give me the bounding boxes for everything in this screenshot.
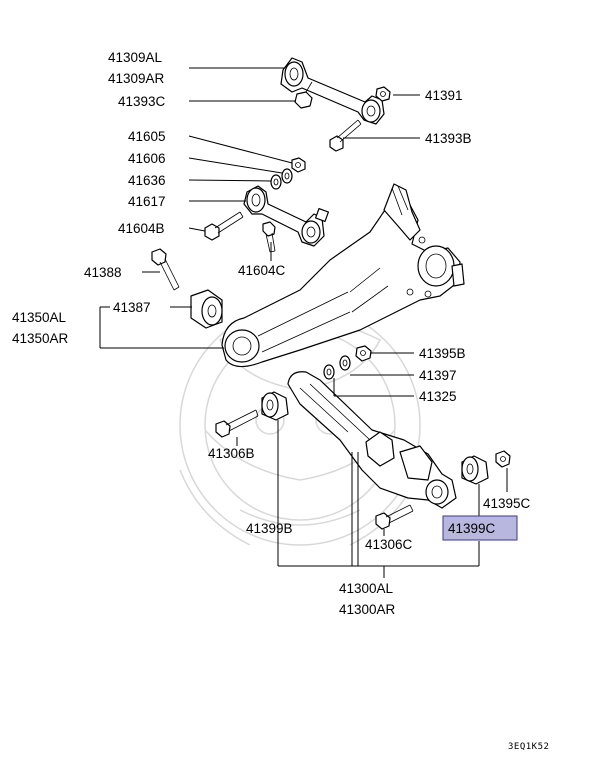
label-41617[interactable]: 41617: [128, 194, 166, 209]
nut-41605[interactable]: [291, 157, 306, 173]
lower-arm-41300a[interactable]: [287, 371, 457, 509]
trailing-arm-41350a[interactable]: [221, 183, 465, 368]
nut-41395c[interactable]: [495, 450, 511, 468]
label-41605[interactable]: 41605: [128, 129, 166, 144]
nut-41391[interactable]: [375, 86, 391, 102]
bushing-41399c[interactable]: [461, 455, 489, 485]
label-41397[interactable]: 41397: [419, 368, 457, 383]
label-41325[interactable]: 41325: [419, 389, 457, 404]
washer-41606[interactable]: [281, 168, 293, 184]
bolt-41306b[interactable]: [215, 409, 259, 438]
label-41387[interactable]: 41387: [113, 300, 151, 315]
bolt-41393b[interactable]: [329, 119, 362, 152]
washer-41636[interactable]: [270, 174, 282, 190]
upper-link-arm-41309a[interactable]: [280, 57, 385, 125]
label-41309ar[interactable]: 41309AR: [108, 71, 165, 86]
label-41388[interactable]: 41388: [84, 265, 122, 280]
bushing-41387[interactable]: [190, 289, 223, 329]
label-41350al[interactable]: 41350AL: [12, 310, 67, 325]
label-41395c[interactable]: 41395C: [483, 496, 531, 511]
label-41604b[interactable]: 41604B: [118, 221, 165, 236]
label-41393c[interactable]: 41393C: [118, 94, 166, 109]
label-41306b[interactable]: 41306B: [208, 446, 255, 461]
bolt-41604b[interactable]: [204, 211, 244, 241]
toe-link-41617[interactable]: [243, 185, 330, 247]
washer-41397[interactable]: [339, 355, 351, 371]
bolt-41393c[interactable]: [294, 81, 313, 109]
label-41300al[interactable]: 41300AL: [339, 581, 394, 596]
washer-41325[interactable]: [323, 364, 335, 380]
label-41399b[interactable]: 41399B: [246, 521, 293, 536]
highlight-box-41399c: [442, 515, 518, 541]
label-41393b[interactable]: 41393B: [425, 131, 472, 146]
label-41350ar[interactable]: 41350AR: [12, 331, 69, 346]
label-41395b[interactable]: 41395B: [419, 346, 466, 361]
bolt-41306c[interactable]: [375, 504, 414, 530]
label-41391[interactable]: 41391: [425, 88, 463, 103]
diagram-code: 3EQ1K52: [508, 742, 549, 752]
label-41300ar[interactable]: 41300AR: [339, 602, 396, 617]
nut-41395b[interactable]: [355, 345, 372, 362]
label-41306c[interactable]: 41306C: [365, 537, 413, 552]
label-41636[interactable]: 41636: [128, 173, 166, 188]
label-41604c[interactable]: 41604C: [238, 263, 286, 278]
label-41309al[interactable]: 41309AL: [108, 50, 163, 65]
bolt-41388[interactable]: [151, 248, 180, 291]
leader-lines: [99, 67, 508, 578]
part-labels: 41309AL 41309AR 41393C 41391 41393B 4160…: [12, 50, 549, 752]
label-41606[interactable]: 41606: [128, 151, 166, 166]
bolt-41604c[interactable]: [262, 221, 276, 253]
label-41399c[interactable]: 41399C: [448, 521, 496, 536]
bushing-41399b[interactable]: [261, 391, 289, 421]
